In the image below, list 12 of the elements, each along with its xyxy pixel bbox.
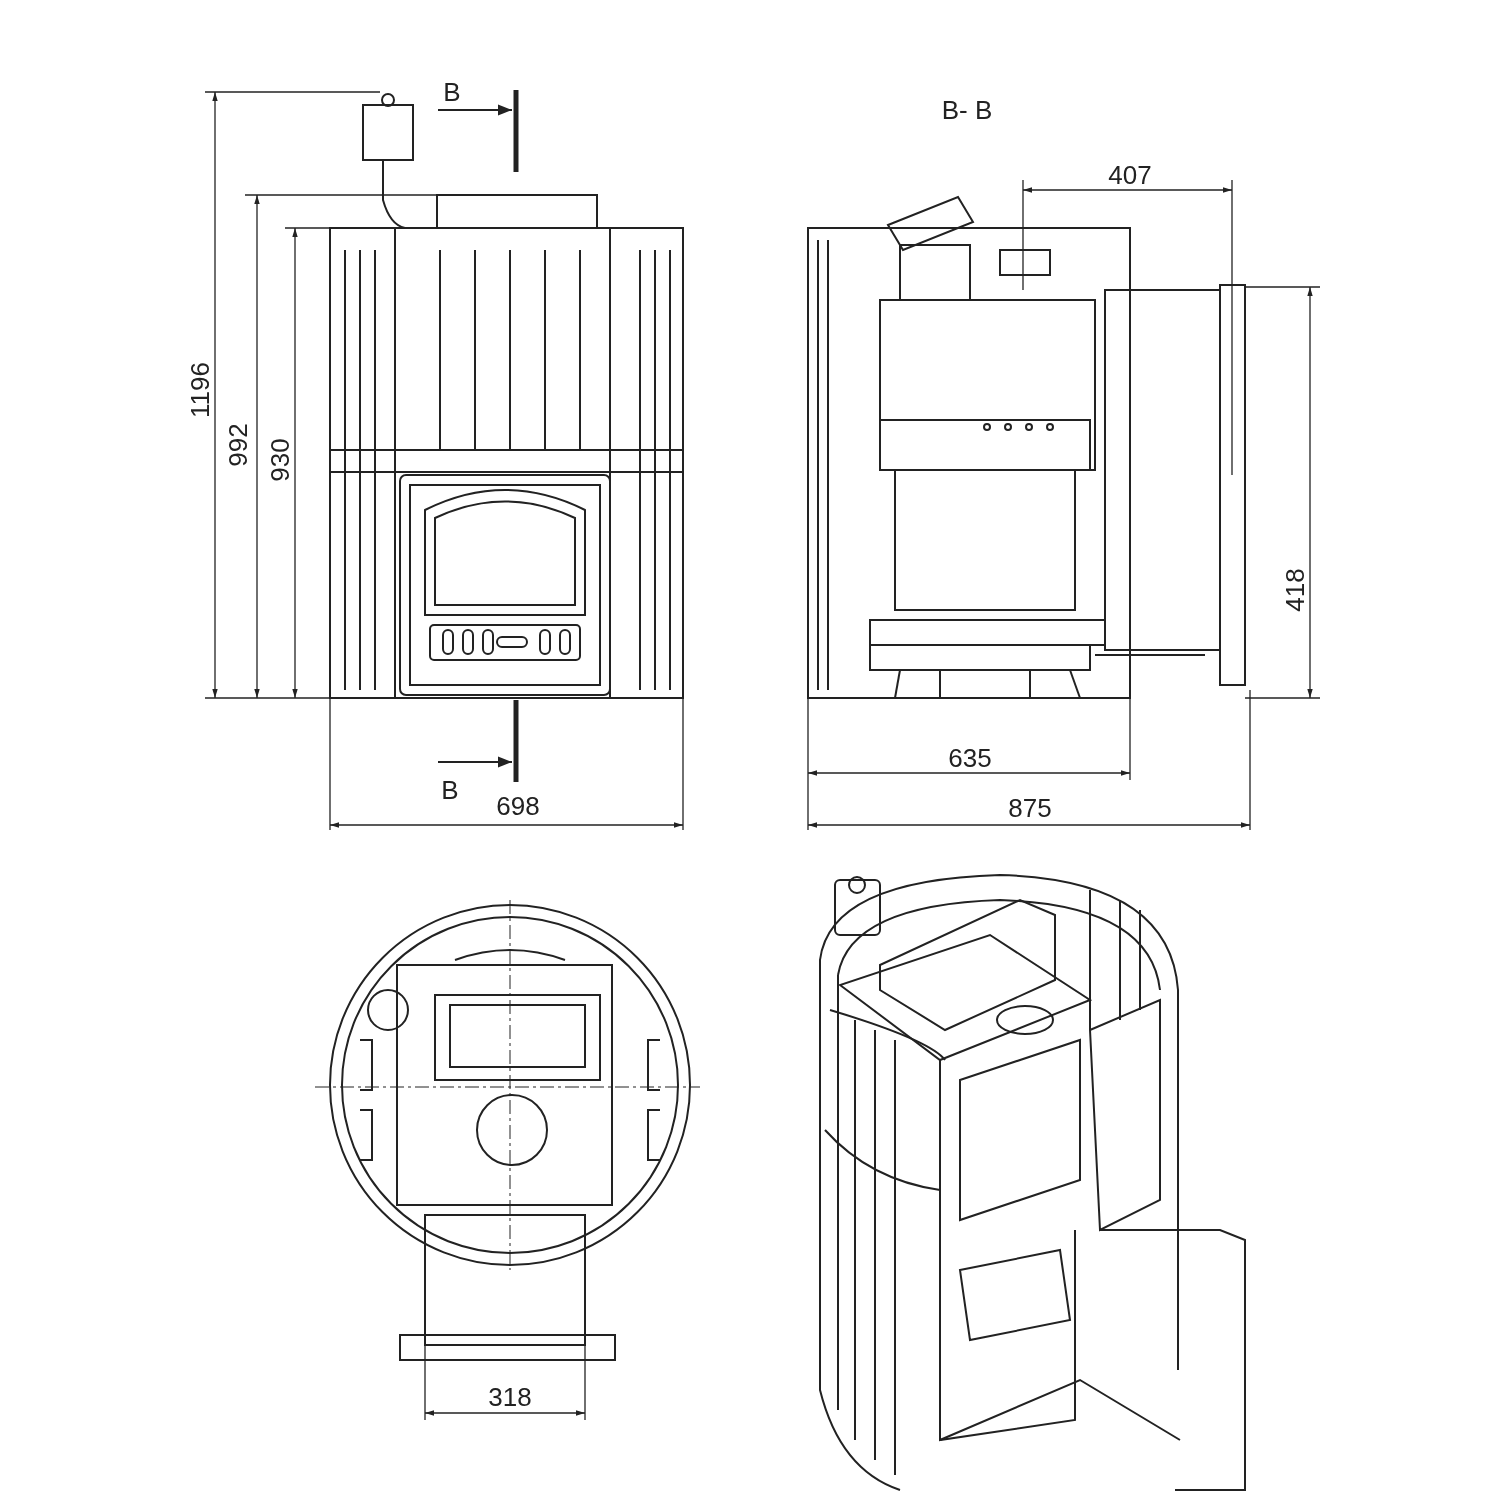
dimension-value: 418 — [1282, 568, 1308, 612]
section-letter: B — [441, 777, 459, 803]
dimension-value: 407 — [1108, 162, 1152, 188]
dimension-value: 930 — [267, 438, 293, 482]
section-title: B- B — [941, 97, 993, 123]
dimension-value: 992 — [225, 423, 251, 467]
section-letter: B — [443, 79, 461, 105]
dimension-value: 635 — [948, 745, 992, 771]
dimension-value: 1196 — [187, 362, 213, 418]
dimension-value: 698 — [496, 793, 540, 819]
dimension-value: 875 — [1008, 795, 1052, 821]
dimension-value: 318 — [488, 1384, 532, 1410]
